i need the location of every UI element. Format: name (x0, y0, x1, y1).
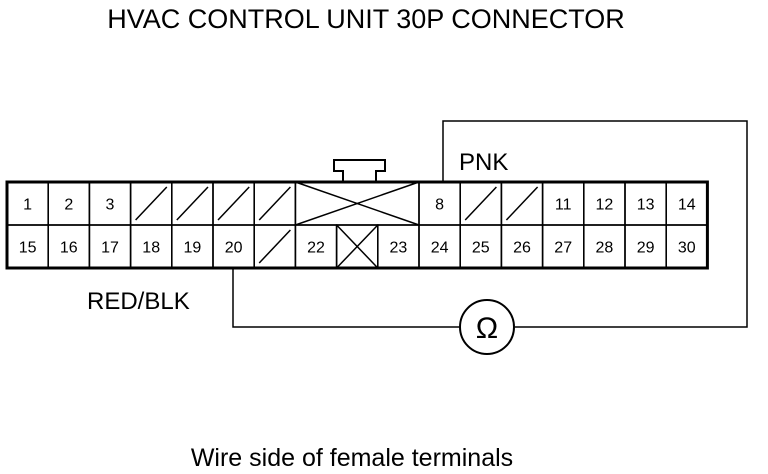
terminal-number: 19 (184, 240, 202, 257)
unused-terminal-mark (176, 186, 209, 221)
terminal-number: 13 (637, 197, 655, 214)
wire-pnk (442, 120, 748, 328)
terminal-number: 29 (637, 240, 655, 257)
terminal-number: 23 (390, 240, 408, 257)
terminal-number: 28 (596, 240, 614, 257)
terminal-number: 1 (23, 197, 32, 214)
terminal-number: 26 (513, 240, 531, 257)
terminal-number: 11 (555, 197, 572, 214)
unused-terminal-mark (258, 229, 291, 264)
terminal-number: 25 (472, 240, 490, 257)
unused-terminal-mark (217, 186, 250, 221)
terminal-number: 20 (225, 240, 243, 257)
terminal-number: 30 (678, 240, 696, 257)
blocked-cavity-mark (295, 181, 420, 226)
unused-terminal-mark (505, 186, 539, 221)
connector-latch (333, 159, 386, 182)
terminal-number: 18 (142, 240, 160, 257)
terminal-number: 8 (435, 197, 444, 214)
terminal-number: 15 (19, 240, 37, 257)
terminal-cavity (665, 224, 709, 269)
ohmmeter-icon (459, 299, 515, 355)
ohm-symbol: Ω (476, 312, 498, 345)
caption: Wire side of female terminals (191, 444, 513, 472)
terminal-number: 14 (678, 197, 696, 214)
unused-terminal-mark (464, 186, 497, 221)
terminal-number: 16 (60, 240, 78, 257)
wire-red-blk (232, 268, 459, 328)
diagram-title: HVAC CONTROL UNIT 30P CONNECTOR (107, 4, 625, 34)
terminal-number: 22 (307, 240, 325, 257)
wire-label-pnk: PNK (459, 149, 508, 176)
blocked-cavity-mark (336, 224, 379, 269)
wire-label-red-blk: RED/BLK (87, 288, 190, 315)
unused-terminal-mark (135, 186, 168, 221)
terminal-number: 2 (64, 197, 73, 214)
terminal-number: 27 (554, 240, 572, 257)
terminal-number: 12 (596, 197, 614, 214)
terminal-number: 17 (101, 240, 119, 257)
terminal-number: 3 (106, 197, 115, 214)
terminal-number: 24 (431, 240, 449, 257)
ohmmeter: Ω (459, 299, 515, 355)
unused-terminal-mark (258, 186, 291, 221)
